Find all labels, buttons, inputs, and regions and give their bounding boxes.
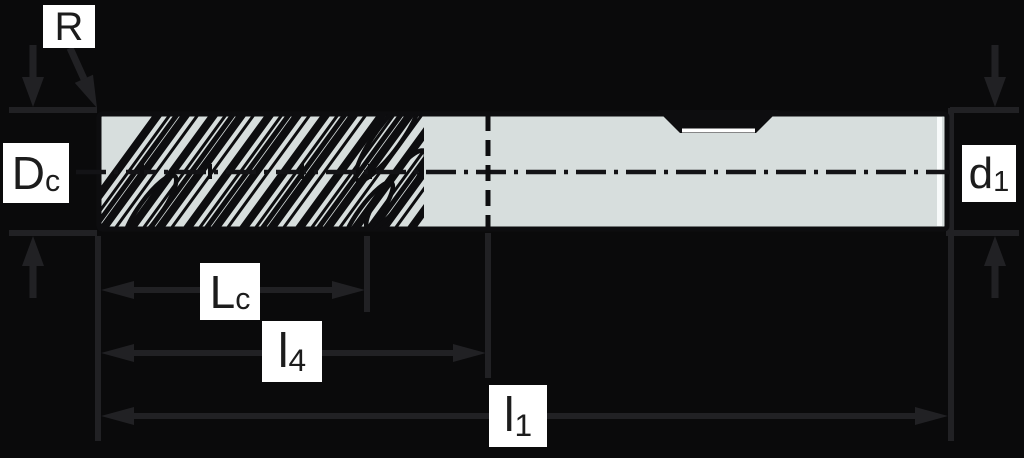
d1-arrows	[984, 45, 1006, 298]
dimension-lines	[9, 45, 1019, 441]
label-overall-length-sub: 1	[514, 406, 533, 443]
label-overall-length-text: l	[503, 389, 515, 442]
label-corner-radius: R	[43, 5, 95, 48]
label-shank-diameter-text: d	[968, 148, 994, 198]
weldon-flat-notch	[657, 110, 779, 133]
radius-leader-arrow	[66, 46, 97, 108]
label-corner-radius-text: R	[54, 4, 84, 49]
centerline-ticks	[140, 164, 372, 179]
label-length-of-cut-text: L	[209, 265, 236, 318]
label-reach-length-sub: 4	[288, 342, 307, 379]
label-reach-length-text: l	[277, 324, 289, 378]
label-cutting-diameter-sub: c	[45, 164, 61, 198]
label-cutting-diameter-text: D	[11, 147, 46, 199]
dc-arrows	[22, 45, 44, 298]
label-length-of-cut-sub: c	[235, 283, 251, 317]
label-shank-diameter-sub: 1	[993, 165, 1010, 198]
